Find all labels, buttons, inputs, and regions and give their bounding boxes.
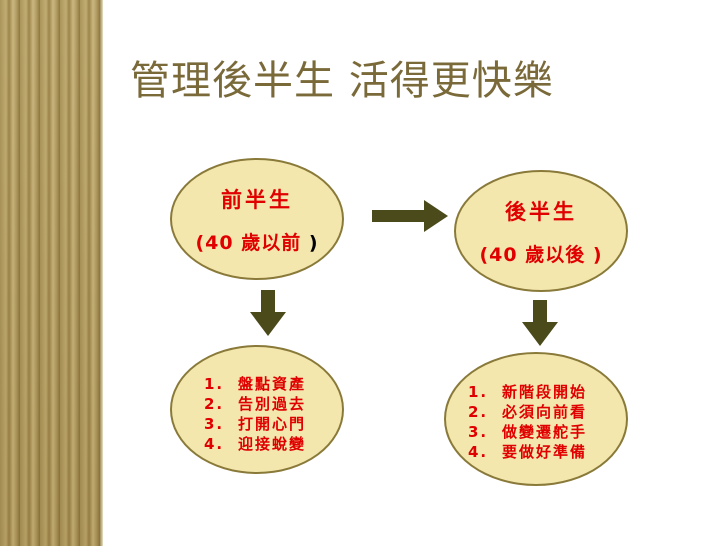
arrow-down-icon [522,300,558,346]
age-open: (40 [195,231,242,254]
stage-label: 後半生 [505,199,577,224]
list-item: 3.打開心門 [204,415,307,433]
list-item: 2.必須向前看 [468,403,588,421]
age-close: ) [308,231,319,254]
strip-edge [100,0,103,546]
page-title: 管理後半生 活得更快樂 [130,58,554,104]
list-circle-second-half: 1.新階段開始 2.必須向前看 3.做變遷舵手 4.要做好準備 [444,352,628,486]
stage-circle-second-half: 後半生 (40 歲以後 ) [454,170,628,292]
list-item: 1.盤點資產 [204,375,307,393]
arrow-right-icon [372,200,448,232]
list-item: 3.做變遷舵手 [468,423,588,441]
stage-age: (40 歲以前 ) [195,228,318,255]
arrow-down-icon [250,290,286,336]
stage-age: (40 歲以後 ) [479,240,602,267]
list-circle-first-half: 1.盤點資產 2.告別過去 3.打開心門 4.迎接蛻變 [170,345,344,474]
action-list: 1.新階段開始 2.必須向前看 3.做變遷舵手 4.要做好準備 [468,382,587,462]
age-open: (40 [479,243,526,266]
list-item: 2.告別過去 [204,395,307,413]
stage-label: 前半生 [221,187,293,212]
age-text: 歲以前 [241,231,309,254]
age-text: 歲以後 [525,243,593,266]
age-close: ) [592,243,603,266]
decorative-wood-strip [0,0,100,546]
list-item: 4.要做好準備 [468,443,588,461]
list-item: 1.新階段開始 [468,383,588,401]
action-list: 1.盤點資產 2.告別過去 3.打開心門 4.迎接蛻變 [204,374,306,454]
stage-circle-first-half: 前半生 (40 歲以前 ) [170,158,344,280]
list-item: 4.迎接蛻變 [204,435,307,453]
